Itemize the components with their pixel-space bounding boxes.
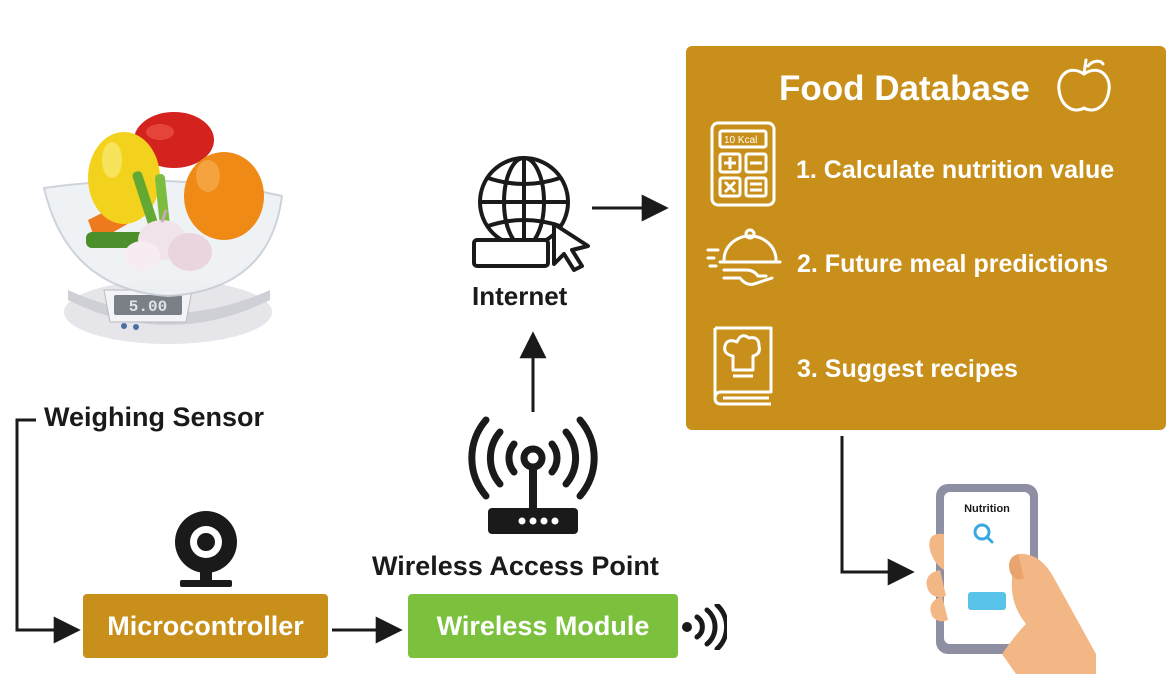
microcontroller-box: Microcontroller <box>83 594 328 658</box>
wireless-module-label: Wireless Module <box>436 610 650 641</box>
arrow-database-to-phone <box>840 436 915 586</box>
wireless-signal-icon <box>682 604 727 650</box>
database-item-3: 3. Suggest recipes <box>797 355 1018 383</box>
recipe-book-icon <box>713 326 773 406</box>
globe-icon <box>472 156 590 272</box>
router-antenna-icon <box>468 416 598 534</box>
smartphone-in-hand-illustration: Nutrition <box>926 484 1096 674</box>
calculator-icon: 10 Kcal <box>710 121 776 207</box>
scale-display: 5.00 <box>129 298 167 316</box>
search-icon <box>973 523 994 544</box>
microcontroller-label: Microcontroller <box>107 610 304 641</box>
wireless-module-box: Wireless Module <box>408 594 678 658</box>
phone-screen-title: Nutrition <box>964 503 1010 515</box>
calculator-kcal-label: 10 Kcal <box>724 135 757 146</box>
serving-dish-icon <box>706 228 782 286</box>
weighing-sensor-label: Weighing Sensor <box>44 402 265 432</box>
kitchen-scale-illustration: 5.00 <box>42 112 284 344</box>
camera-icon <box>175 511 237 587</box>
food-database-title: Food Database <box>779 69 1030 108</box>
database-item-2: 2. Future meal predictions <box>797 250 1109 278</box>
internet-label: Internet <box>472 281 568 311</box>
arrow-sensor-to-microcontroller <box>15 418 81 644</box>
apple-icon <box>1057 58 1111 112</box>
access-point-label: Wireless Access Point <box>372 551 659 581</box>
database-item-1: 1. Calculate nutrition value <box>796 156 1115 184</box>
